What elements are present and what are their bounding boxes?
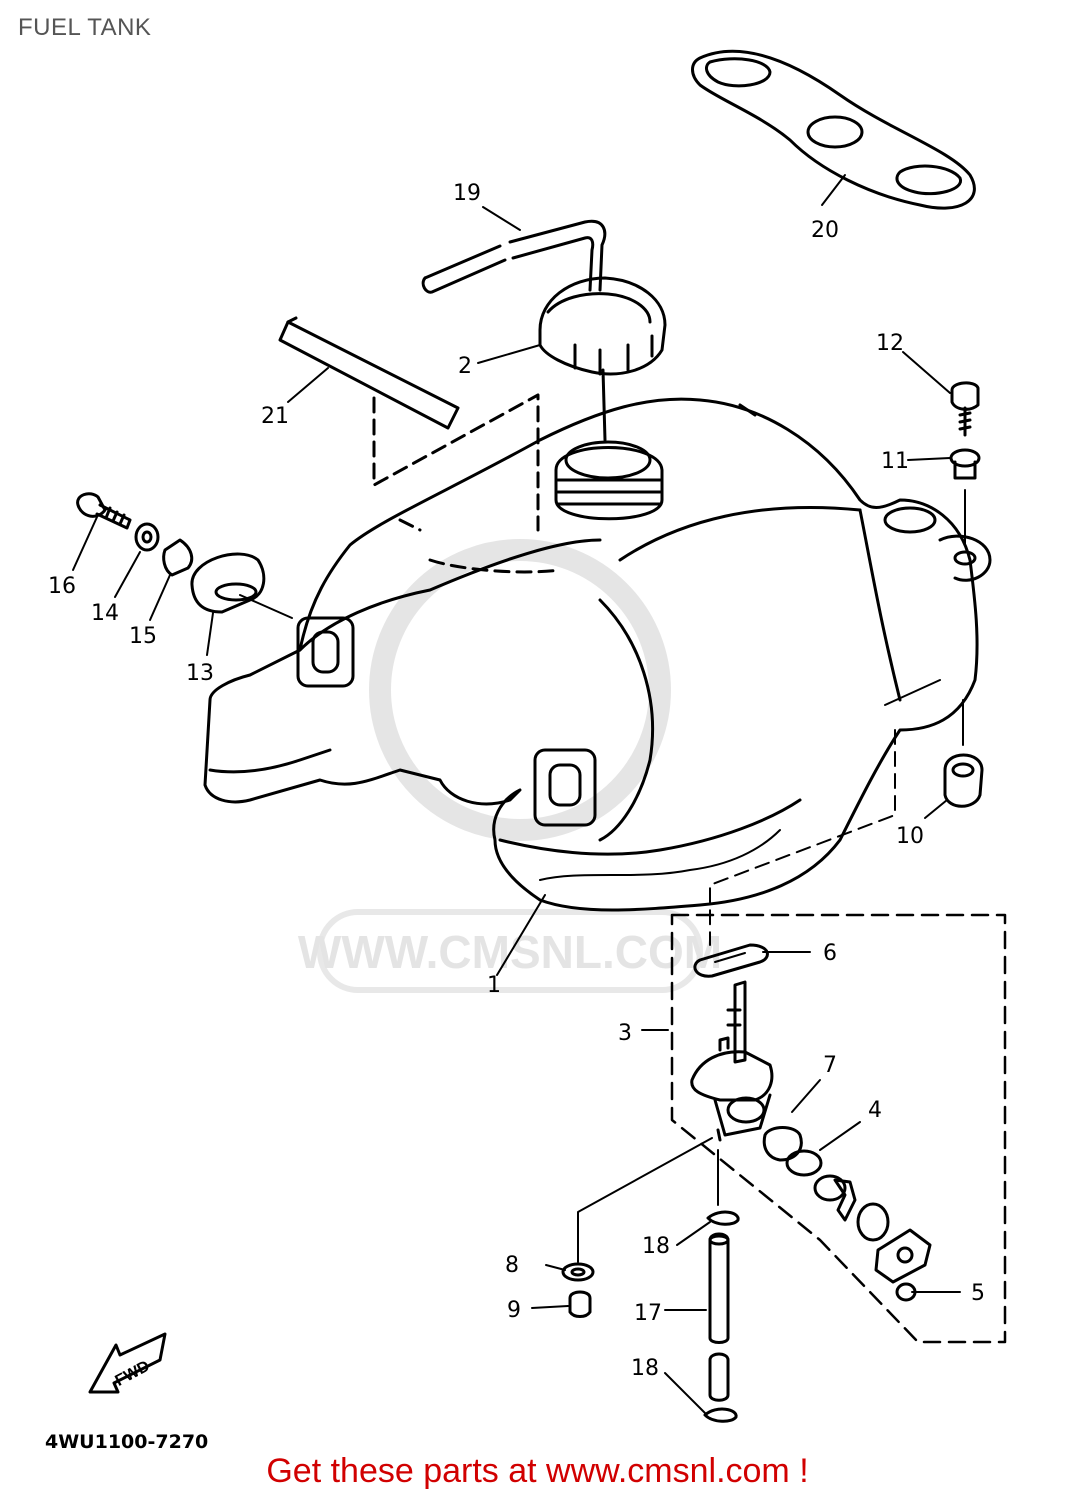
fuel-tank-exploded-diagram: WWW.CMSNL.COM (45, 49, 1007, 1450)
part-17-fuel-hose (708, 1232, 730, 1402)
callout-21: 21 (261, 404, 289, 429)
part-14-washer (134, 522, 160, 552)
callout-14: 14 (91, 601, 119, 626)
part-8-washer (561, 1137, 713, 1282)
valve-cover-plate (874, 1228, 932, 1284)
footer-link[interactable]: Get these parts at www.cmsnl.com ! (266, 1452, 809, 1490)
leader-lines (72, 174, 951, 1414)
part-20-bracket-plate (691, 49, 976, 210)
part-11-collar (949, 448, 981, 546)
part-19-breather-hose (421, 219, 607, 294)
callout-18-lower: 18 (631, 1356, 659, 1381)
callout-9: 9 (507, 1298, 521, 1323)
watermark: WWW.CMSNL.COM (298, 539, 722, 993)
callout-4: 4 (868, 1098, 882, 1123)
part-1-fuel-tank (203, 397, 992, 912)
part-7-lever-seal (762, 1126, 803, 1162)
part-10-damper (943, 699, 984, 808)
valve-assembly-frame (670, 913, 1007, 1344)
diagram-title: FUEL TANK (18, 14, 152, 41)
part-18-clip-upper (706, 1149, 740, 1226)
part-3-fuel-cock (690, 980, 774, 1142)
part-13-grommet (190, 552, 293, 619)
callout-13: 13 (186, 661, 214, 686)
callout-10: 10 (896, 824, 924, 849)
part-6-gasket (693, 943, 769, 978)
callout-8: 8 (505, 1253, 519, 1278)
part-5-screw (895, 1282, 961, 1302)
valve-o-ring (856, 1202, 890, 1242)
callout-5: 5 (971, 1281, 985, 1306)
callout-19: 19 (453, 181, 481, 206)
valve-lever (813, 1174, 857, 1222)
callout-16: 16 (48, 574, 76, 599)
part-4-o-ring (785, 1149, 823, 1177)
callout-18-upper: 18 (642, 1234, 670, 1259)
part-2-fuel-cap (538, 276, 667, 442)
callout-3: 3 (618, 1021, 632, 1046)
callout-1: 1 (487, 973, 501, 998)
callout-6: 6 (823, 941, 837, 966)
callout-7: 7 (823, 1053, 837, 1078)
callout-20: 20 (811, 218, 839, 243)
part-12-bolt (950, 381, 980, 437)
part-9-drain-screw (568, 1290, 592, 1318)
callout-2: 2 (458, 354, 472, 379)
callout-15: 15 (129, 624, 157, 649)
callout-12: 12 (876, 331, 904, 356)
part-18-clip-lower (703, 1407, 738, 1423)
part-code: 4WU1100-7270 (45, 1431, 208, 1450)
part-16-bolt (76, 492, 132, 530)
fwd-arrow-icon (88, 1332, 167, 1394)
callout-17: 17 (634, 1301, 662, 1326)
callout-11: 11 (881, 449, 909, 474)
part-15-collar (162, 538, 194, 577)
fwd-label: FWD (112, 1358, 152, 1390)
part-21-rubber-strip (278, 316, 540, 532)
